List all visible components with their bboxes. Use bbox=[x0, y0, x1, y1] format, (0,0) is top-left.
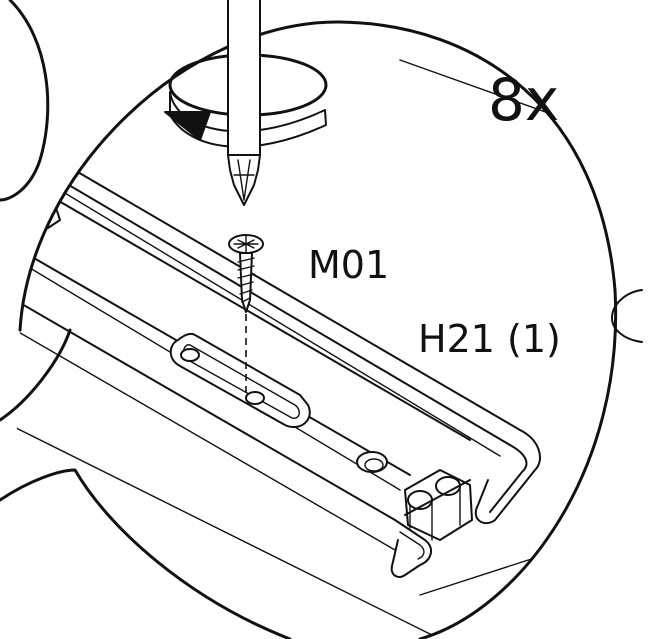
component-part-code: H21 (1) bbox=[418, 317, 561, 361]
screw-icon bbox=[228, 234, 264, 313]
rail-inner-line bbox=[39, 177, 501, 457]
rail-top-edge bbox=[39, 149, 521, 431]
zoom-circle bbox=[18, 20, 618, 639]
rail-channel-profile-inner bbox=[489, 444, 528, 513]
callout-balloon-left bbox=[0, 0, 50, 202]
slot-rivet-left bbox=[180, 348, 200, 362]
rail-lower-profile-inner bbox=[399, 531, 425, 560]
side-cutout bbox=[611, 289, 643, 343]
rail-top-edge-2 bbox=[39, 167, 511, 446]
rail-clip bbox=[404, 469, 473, 541]
rail-lower-profile bbox=[390, 519, 432, 578]
round-hole-inner bbox=[364, 458, 384, 472]
round-hole bbox=[356, 451, 388, 473]
rail-assembly bbox=[10, 29, 616, 639]
rail-channel-profile bbox=[474, 429, 541, 525]
rail-bottom-edge-2 bbox=[14, 329, 396, 551]
slot-rivet-right bbox=[245, 391, 265, 405]
floor-plane-line bbox=[10, 419, 441, 639]
rail-lip bbox=[39, 189, 471, 441]
quantity-label: 8x bbox=[488, 66, 559, 134]
screw-part-code: M01 bbox=[308, 243, 389, 287]
callout-balloon-pointer bbox=[0, 328, 72, 422]
zoom-circle-lower-left bbox=[0, 468, 292, 639]
slotted-hole bbox=[169, 332, 311, 428]
rail-bottom-edge bbox=[14, 299, 396, 521]
screwdriver-icon bbox=[227, 0, 261, 206]
slotted-hole-inner bbox=[182, 344, 300, 419]
